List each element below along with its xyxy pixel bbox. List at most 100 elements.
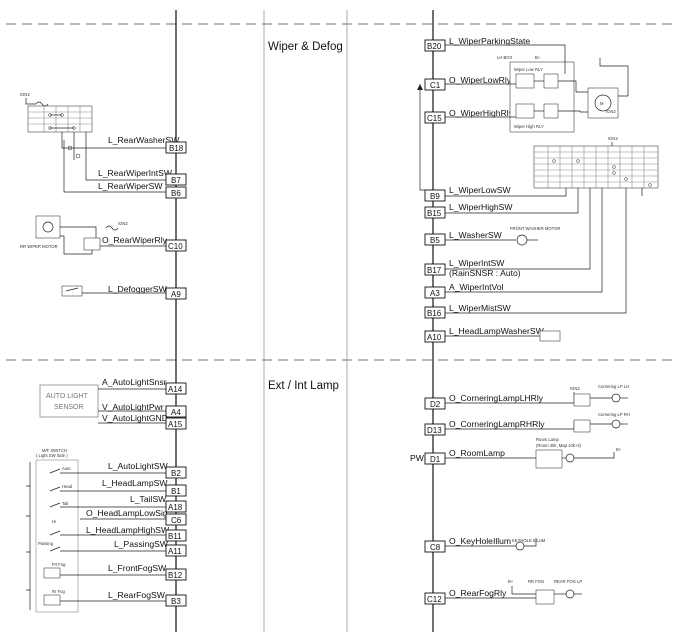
pin-box — [165, 173, 187, 186]
right-pin-group: B20 L_WiperParkingState C1 O_WiperLowRly… — [410, 36, 545, 605]
pin-box — [165, 568, 187, 581]
pin-box — [424, 189, 446, 202]
light-sw-frtfog: Frt Fog — [52, 562, 66, 567]
signal-label: L_PassingSW — [114, 539, 169, 549]
ign2-label-5: IGN2 — [570, 386, 580, 391]
b-plus-label: B+ — [535, 55, 541, 60]
b-plus-label-3: B+ — [508, 579, 514, 584]
keyhole-illum: KEYHOLE ILLUM — [445, 538, 546, 551]
signal-label: O_CorneringLampLHRly — [449, 393, 544, 403]
section-title-wiper: Wiper & Defog — [268, 41, 343, 53]
auto-light-line2: SENSOR — [54, 404, 84, 411]
defogger-switch — [61, 285, 166, 297]
signal-label: O_RoomLamp — [449, 448, 505, 458]
pin-label: D1 — [430, 455, 441, 464]
pin-label: A3 — [430, 289, 440, 298]
light-sw-rrfog: Rr Fog — [52, 589, 65, 594]
pin-box — [165, 382, 187, 395]
light-sw-head: Head — [62, 484, 73, 489]
pin-box — [424, 263, 446, 276]
signal-label: L_AutoLightSW — [108, 461, 169, 471]
pin-box — [165, 513, 187, 526]
pin-box — [165, 141, 187, 154]
mf-switch-light-label: M/F SWITCH — [42, 448, 67, 453]
pin-label: A10 — [427, 333, 442, 342]
mf-switch-light-sub: ( Light SW Side ) — [36, 453, 68, 458]
rear-wiper-motor: RR WIPER MOTOR IGN2 — [20, 215, 166, 255]
signal-label: L_RearWiperSW — [98, 181, 163, 191]
light-sw-tail: Tail — [62, 501, 68, 506]
ign2-label: IGN2 — [20, 92, 30, 97]
signal-label: L_HeadLampWasherSW — [449, 326, 545, 336]
lh-box-label: LH BOX — [497, 55, 513, 60]
signal-label: O_HeadLampLowSig — [86, 508, 168, 518]
pwm-note: PWM — [410, 453, 431, 463]
pin-label: B1 — [171, 487, 181, 496]
pin-label: B16 — [427, 309, 442, 318]
pin-box — [165, 500, 187, 513]
signal-label: A_WiperIntVol — [449, 282, 504, 292]
pin-label: A11 — [168, 547, 182, 556]
pin-box — [424, 423, 446, 436]
pin-box — [424, 306, 446, 319]
pin-box — [165, 484, 187, 497]
motor-icon — [42, 221, 54, 233]
pin-label: B9 — [430, 192, 440, 201]
rr-wiper-motor-label: RR WIPER MOTOR — [20, 244, 58, 249]
room-lamp: Room Lamp (Room 30k, Map 10k+2) B+ — [445, 437, 622, 469]
pin-box — [165, 544, 187, 557]
signal-label: O_KeyHoleIllum — [449, 536, 511, 546]
light-sw-passing: Passing — [38, 541, 54, 546]
signal-label: L_TailSW — [130, 494, 167, 504]
pin-label: A15 — [168, 420, 183, 429]
pin-box — [165, 287, 187, 300]
pin-box — [165, 405, 187, 418]
wiper-low-rly-label: Wiper Low RLY — [514, 67, 543, 72]
pin-box — [165, 239, 187, 252]
wiper-motor-m: M — [600, 101, 604, 106]
mf-light-switch: M/F SWITCH ( Light SW Side ) Auto Head T… — [26, 448, 166, 613]
pin-box — [165, 466, 187, 479]
lamp-icon — [611, 393, 621, 403]
pin-box — [165, 186, 187, 199]
signal-label: L_HeadLampHighSW — [86, 525, 170, 535]
signal-label: L_RearWiperIntSW — [98, 168, 173, 178]
lamp-icon — [515, 541, 525, 551]
signal-label: L_WiperLowSW — [449, 185, 511, 195]
cornering-lamp-rh: Cornering LP RH — [445, 412, 630, 433]
signal-label: O_RearWiperRly — [102, 235, 168, 245]
signal-label: V_AutoLightGND — [102, 413, 168, 423]
room-lamp-sub: (Room 30k, Map 10k+2) — [536, 443, 582, 448]
parking-return — [417, 84, 425, 191]
pin-box — [424, 78, 446, 91]
section-title-lamp: Ext / Int Lamp — [268, 380, 339, 392]
signal-label: O_WiperHighRly — [449, 108, 514, 118]
pin-box — [424, 330, 446, 343]
pin-box — [424, 397, 446, 410]
lamp-icon — [565, 453, 575, 463]
lamp-icon — [611, 419, 621, 429]
pin-label: C12 — [427, 595, 442, 604]
light-sw-auto: Auto — [62, 466, 71, 471]
signal-label: V_AutoLightPwr — [102, 402, 164, 412]
headlamp-washer-switch — [445, 330, 561, 342]
signal-label: O_WiperLowRly — [449, 75, 512, 85]
pin-box — [165, 594, 187, 607]
signal-label: L_FrontFogSW — [108, 563, 167, 573]
pin-box — [424, 286, 446, 299]
cornering-lh-label: Cornering LP LH — [598, 384, 629, 389]
pin-box — [424, 206, 446, 219]
pin-label: A9 — [171, 290, 181, 299]
pin-label: B15 — [427, 209, 442, 218]
pin-label: B7 — [171, 176, 181, 185]
pin-label: C10 — [168, 242, 183, 251]
rear-fog-relay: B+ RR FOG REAR FOG LP — [445, 579, 582, 605]
wiper-relay-box: LH BOX B+ Wiper Low RLY Wiper High RLY M… — [445, 44, 629, 133]
pin-box — [165, 417, 187, 430]
cornering-lamp-lh: IGN2 Cornering LP LH — [445, 384, 629, 407]
pin-label: B6 — [171, 189, 181, 198]
signal-label: L_DefoggerSW — [108, 284, 168, 294]
pin-box — [424, 39, 446, 52]
pin-label: B2 — [171, 469, 181, 478]
